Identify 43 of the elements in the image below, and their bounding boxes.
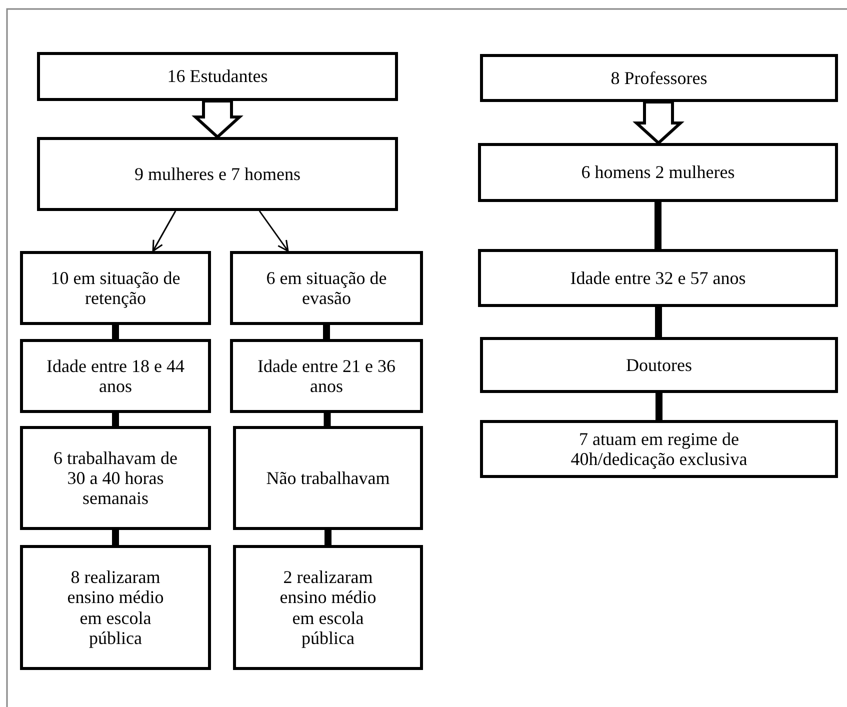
box-text: 6 trabalhavam de 30 a 40 horas semanais: [52, 448, 178, 508]
process-box: [230, 339, 423, 413]
process-box: [480, 54, 838, 102]
box-text: 7 atuam em regime de 40h/dedicação exclusiva: [570, 428, 748, 470]
arrow: [258, 210, 289, 252]
connector-line: [112, 413, 119, 426]
process-box: [37, 137, 398, 211]
box-text: 10 em situação de retenção: [50, 268, 182, 308]
box-text: 2 realizaram ensino médio em escola pública: [278, 567, 378, 648]
process-box: [478, 143, 838, 202]
process-box: [230, 251, 423, 325]
box-text: 9 mulheres e 7 homens: [134, 164, 300, 184]
connector-line: [324, 530, 332, 545]
process-box: [20, 251, 211, 325]
block-arrow: [192, 100, 244, 140]
box-text: Idade entre 21 e 36 anos: [256, 356, 396, 396]
box-text: Doutores: [626, 354, 692, 376]
process-box: [480, 420, 838, 478]
connector-line: [654, 202, 662, 249]
process-box: [478, 249, 838, 307]
connector-line: [323, 325, 330, 339]
connector-line: [655, 307, 662, 337]
process-box: [37, 52, 398, 101]
box-text: Não trabalhavam: [266, 468, 390, 488]
box-text: 8 Professores: [610, 68, 708, 88]
connector-line: [112, 530, 119, 545]
process-box: [20, 339, 211, 413]
box-text: Idade entre 32 e 57 anos: [570, 268, 746, 288]
block-arrow: [632, 100, 684, 146]
box-text: 6 em situação de evasão: [265, 268, 388, 308]
box-text: Idade entre 18 e 44 anos: [46, 356, 186, 396]
box-text: 8 realizaram ensino médio em escola pública: [66, 567, 165, 648]
arrow: [152, 210, 176, 252]
process-box: [233, 426, 423, 530]
connector-line: [112, 325, 119, 339]
box-text: 6 homens 2 mulheres: [581, 162, 735, 183]
box-text: 16 Estudantes: [167, 66, 268, 87]
process-box: [20, 426, 211, 530]
process-box: [233, 545, 423, 670]
process-box: [480, 337, 838, 393]
process-box: [20, 545, 211, 670]
connector-line: [324, 413, 331, 426]
connector-line: [656, 393, 662, 420]
